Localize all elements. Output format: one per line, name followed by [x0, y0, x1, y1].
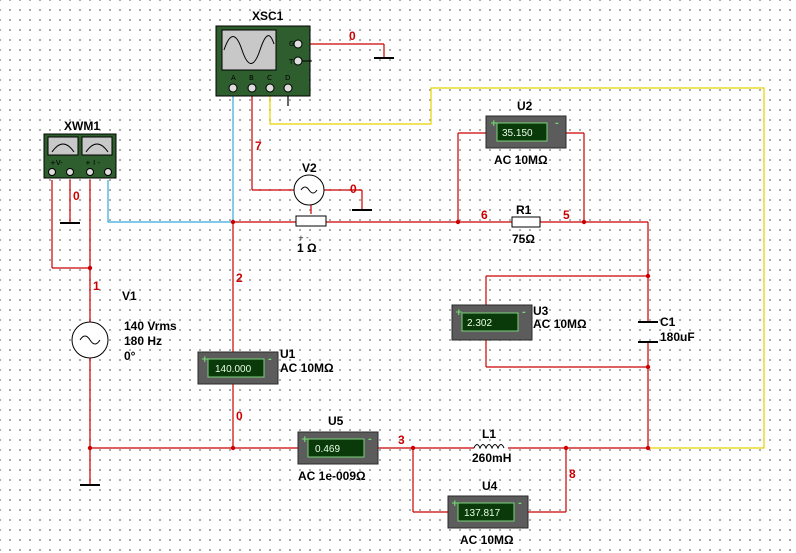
wattmeter-name: XWM1: [64, 119, 100, 133]
net-label-0-main: 0: [236, 409, 243, 423]
r1-value: 75Ω: [512, 232, 535, 246]
u5-mode: AC 1e-009Ω: [298, 469, 366, 483]
wattmeter-i-dial: [81, 136, 113, 156]
oscilloscope-xsc1[interactable]: XSC1 G T A B C D: [215, 9, 312, 97]
v1-sine-icon: [79, 335, 101, 345]
u5-name: U5: [328, 414, 344, 428]
u4-name: U4: [482, 479, 498, 493]
wattmeter-v-label: +V-: [50, 159, 63, 167]
u3-name: U3: [533, 304, 549, 318]
svg-text:-: -: [368, 435, 372, 445]
svg-text:-: -: [522, 308, 526, 318]
scope-g-terminal: [293, 39, 303, 49]
svg-text:+: +: [201, 355, 209, 365]
scope-ch-a-terminal: [228, 83, 238, 93]
wattmeter-iminus-terminal: [104, 168, 112, 176]
u1-reading: 140.000: [215, 364, 252, 375]
u2-name: U2: [517, 99, 533, 113]
net-label-0-wattmeter: 0: [73, 189, 80, 203]
scope-ch-c-label: C: [267, 74, 272, 82]
v2-polarity: + -: [298, 234, 309, 242]
svg-text:-: -: [555, 119, 559, 129]
meter-u3[interactable]: 2.302 + - U3 AC 10MΩ: [451, 304, 587, 341]
c1-name: C1: [660, 315, 676, 329]
svg-text:-: -: [268, 355, 272, 365]
wire-probe-c: [269, 87, 765, 449]
v1-name: V1: [122, 289, 137, 303]
net-labels: 0 0 0 0 1 2 3 5 6 7 8: [73, 29, 576, 481]
v2-sense-resistor: [295, 215, 327, 227]
scope-ch-b-label: B: [249, 74, 254, 82]
r1-symbol: [511, 216, 541, 228]
scope-ch-d-terminal: [283, 83, 293, 93]
net-label-7: 7: [255, 139, 262, 153]
scope-waveform: [223, 35, 275, 64]
scope-ch-c-terminal: [265, 83, 275, 93]
u5-reading: 0.469: [315, 444, 340, 455]
v1-rms: 140 Vrms: [124, 319, 177, 333]
u1-mode: AC 10MΩ: [280, 361, 334, 375]
probe-wires: [107, 87, 765, 449]
wire-probe-a-wm: [107, 180, 233, 223]
u2-mode: AC 10MΩ: [494, 153, 548, 167]
source-v1[interactable]: V1 140 Vrms 180 Hz 0°: [71, 289, 177, 363]
u3-reading: 2.302: [467, 318, 492, 329]
l1-value: 260mH: [472, 451, 511, 465]
meter-u4[interactable]: U4 137.817 + - AC 10MΩ: [447, 479, 529, 547]
wattmeter-i-label: + I -: [85, 159, 100, 167]
u4-mode: AC 10MΩ: [460, 533, 514, 547]
wattmeter-iplus-terminal: [86, 168, 94, 176]
v2-sine-icon: [300, 186, 318, 194]
scope-g-label: G: [289, 40, 294, 48]
r1-name: R1: [516, 203, 532, 217]
net-label-3: 3: [398, 433, 405, 447]
net-label-1: 1: [93, 279, 100, 293]
meter-u5[interactable]: U5 0.469 + - AC 1e-009Ω: [297, 414, 379, 483]
ground-symbols: [60, 57, 394, 486]
u2-reading: 35.150: [502, 128, 533, 139]
svg-text:+: +: [301, 435, 309, 445]
meter-u2[interactable]: U2 35.150 + - AC 10MΩ: [485, 99, 567, 167]
net-label-0-v2: 0: [350, 182, 357, 196]
svg-text:-: -: [518, 499, 522, 509]
resistor-r1[interactable]: R1 75Ω: [511, 203, 541, 246]
net-label-5: 5: [563, 208, 570, 222]
net-label-8: 8: [569, 467, 576, 481]
scope-t-terminal: [293, 56, 303, 66]
wattmeter-v-dial: [47, 136, 79, 156]
v1-frequency: 180 Hz: [124, 334, 162, 348]
scope-ch-d-label: D: [285, 74, 290, 82]
capacitor-c1[interactable]: C1 180uF: [638, 315, 695, 344]
wattmeter-xwm1[interactable]: XWM1 +V- + I -: [43, 119, 117, 179]
u3-mode: AC 10MΩ: [533, 317, 587, 331]
scope-ch-a-label: A: [231, 74, 236, 82]
svg-text:+: +: [451, 499, 459, 509]
l1-name: L1: [482, 427, 496, 441]
wattmeter-vminus-terminal: [66, 168, 74, 176]
svg-text:+: +: [490, 119, 498, 129]
net-label-0-scope: 0: [349, 29, 356, 43]
u1-name: U1: [280, 347, 296, 361]
c1-value: 180uF: [660, 330, 695, 344]
u4-reading: 137.817: [464, 508, 501, 519]
v1-phase: 0°: [124, 349, 136, 363]
l1-coil: [473, 444, 505, 450]
wattmeter-vplus-terminal: [48, 168, 56, 176]
v2-value: 1 Ω: [297, 241, 317, 255]
scope-ch-b-terminal: [247, 83, 257, 93]
source-v2[interactable]: V2 + - 1 Ω: [293, 161, 327, 255]
svg-text:+: +: [455, 308, 463, 318]
net-label-2: 2: [236, 271, 243, 285]
meter-u1[interactable]: 140.000 + - U1 AC 10MΩ: [197, 347, 334, 385]
inductor-l1[interactable]: L1 260mH: [472, 427, 511, 465]
scope-t-label: T: [288, 58, 294, 66]
scope-name: XSC1: [252, 9, 284, 23]
wires: [51, 43, 649, 513]
v2-name: V2: [302, 161, 317, 175]
junctions: [87, 219, 651, 451]
net-label-6: 6: [481, 208, 488, 222]
